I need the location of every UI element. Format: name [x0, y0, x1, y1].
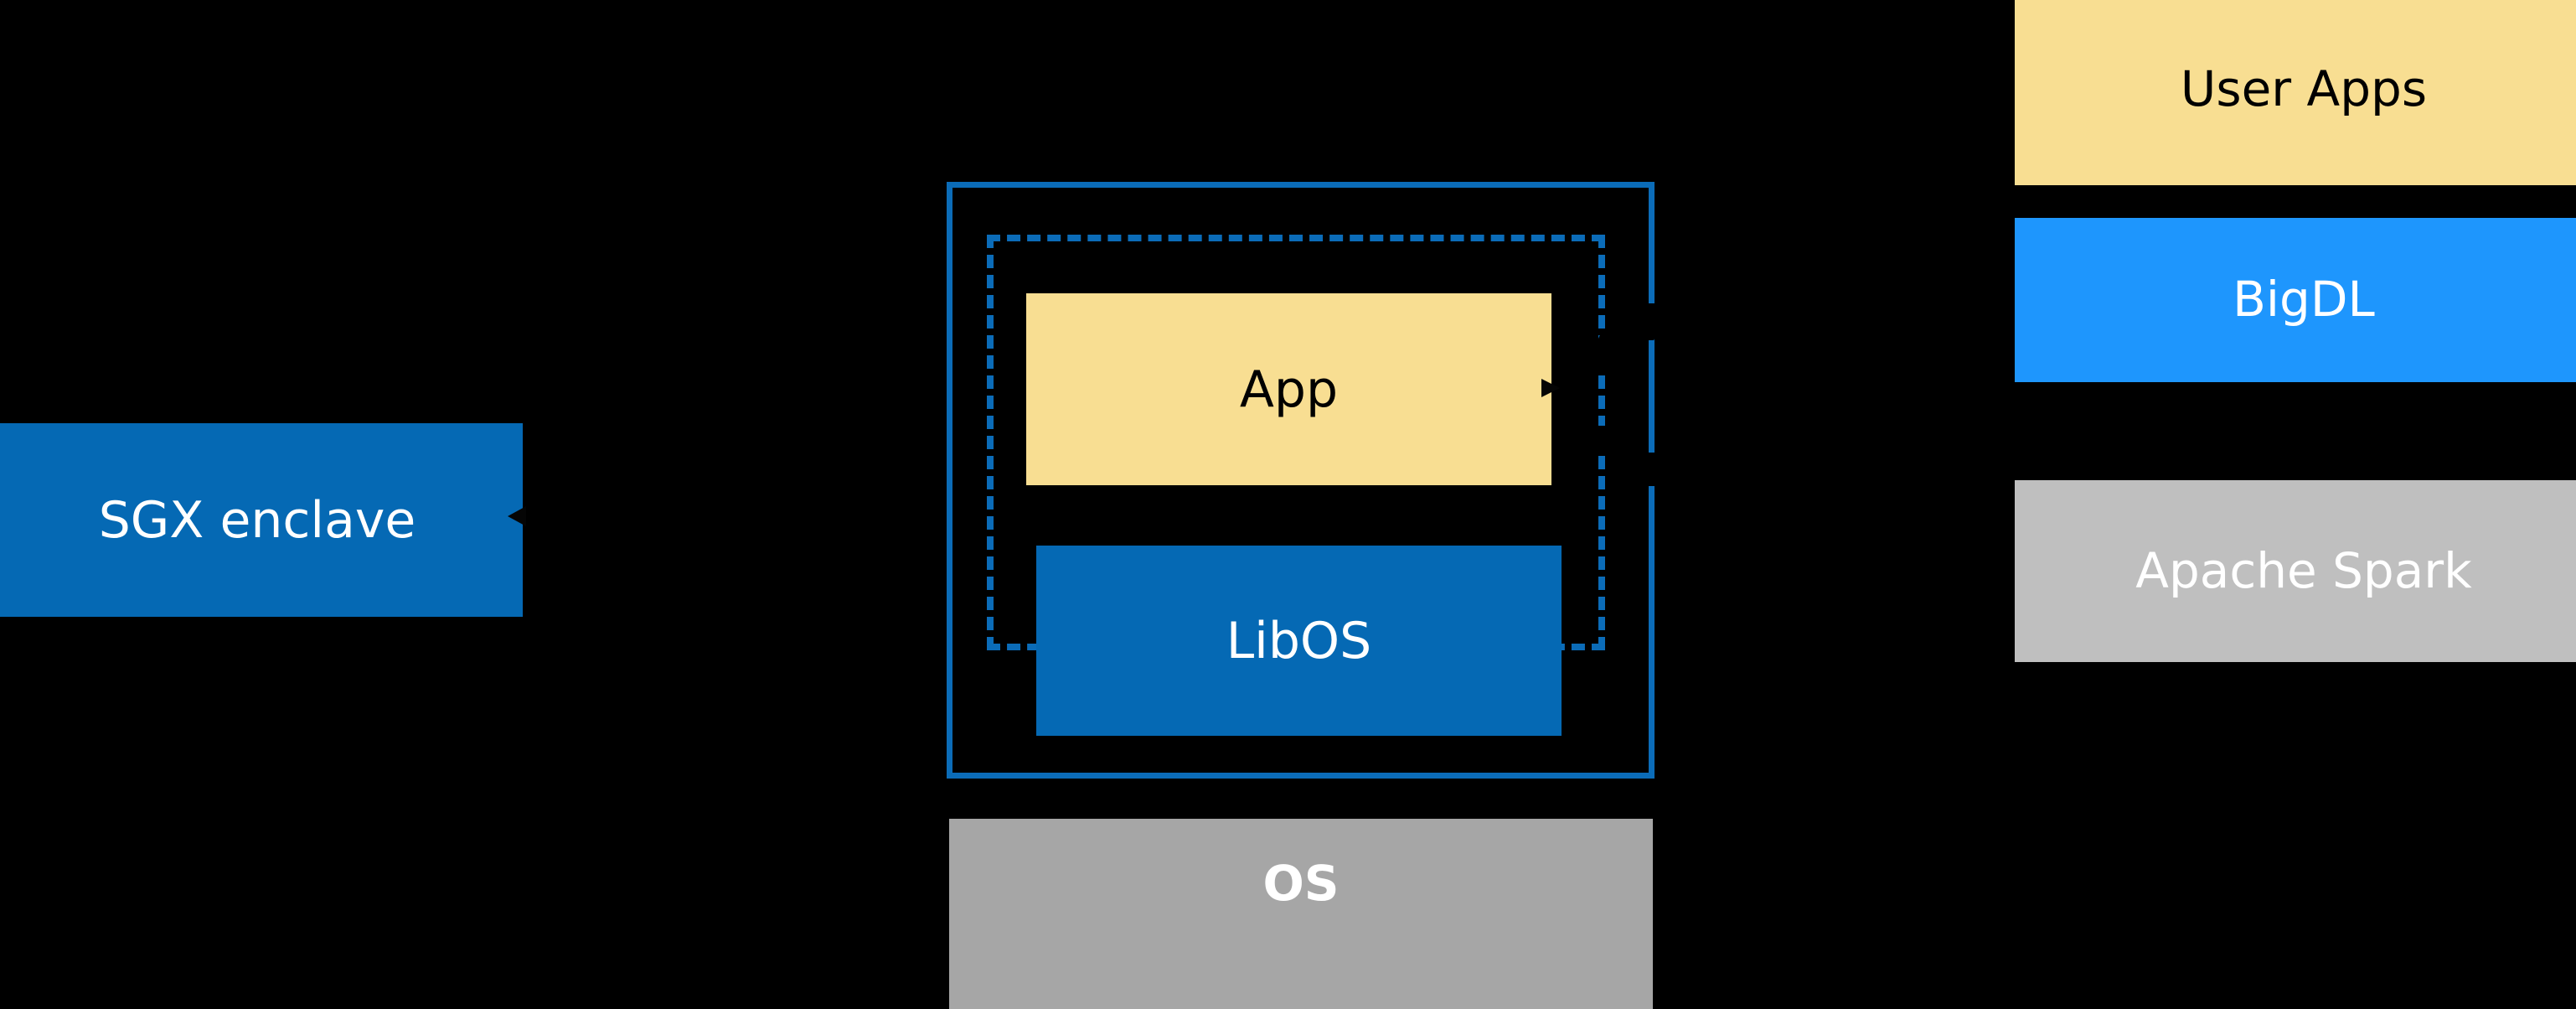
- libos-box: LibOS: [1036, 546, 1562, 736]
- sgx-enclave-label: SGX enclave: [98, 490, 416, 550]
- os-label: OS: [1262, 855, 1340, 912]
- apache-spark-box: Apache Spark: [2015, 480, 2576, 662]
- app-box: App: [1026, 293, 1551, 485]
- app-connector-arrow-icon: [1541, 379, 1560, 397]
- bigdl-box: BigDL: [2015, 218, 2576, 382]
- bigdl-label: BigDL: [2233, 271, 2375, 329]
- sgx-enclave-box: SGX enclave: [0, 423, 523, 617]
- apache-spark-label: Apache Spark: [2135, 541, 2472, 599]
- libos-label: LibOS: [1226, 611, 1372, 670]
- sgx-connector-arrow-icon: [508, 506, 526, 526]
- user-apps-label: User Apps: [2180, 60, 2428, 117]
- app-label: App: [1239, 360, 1339, 419]
- os-box: OS: [949, 819, 1653, 1009]
- user-apps-box: User Apps: [2015, 0, 2576, 185]
